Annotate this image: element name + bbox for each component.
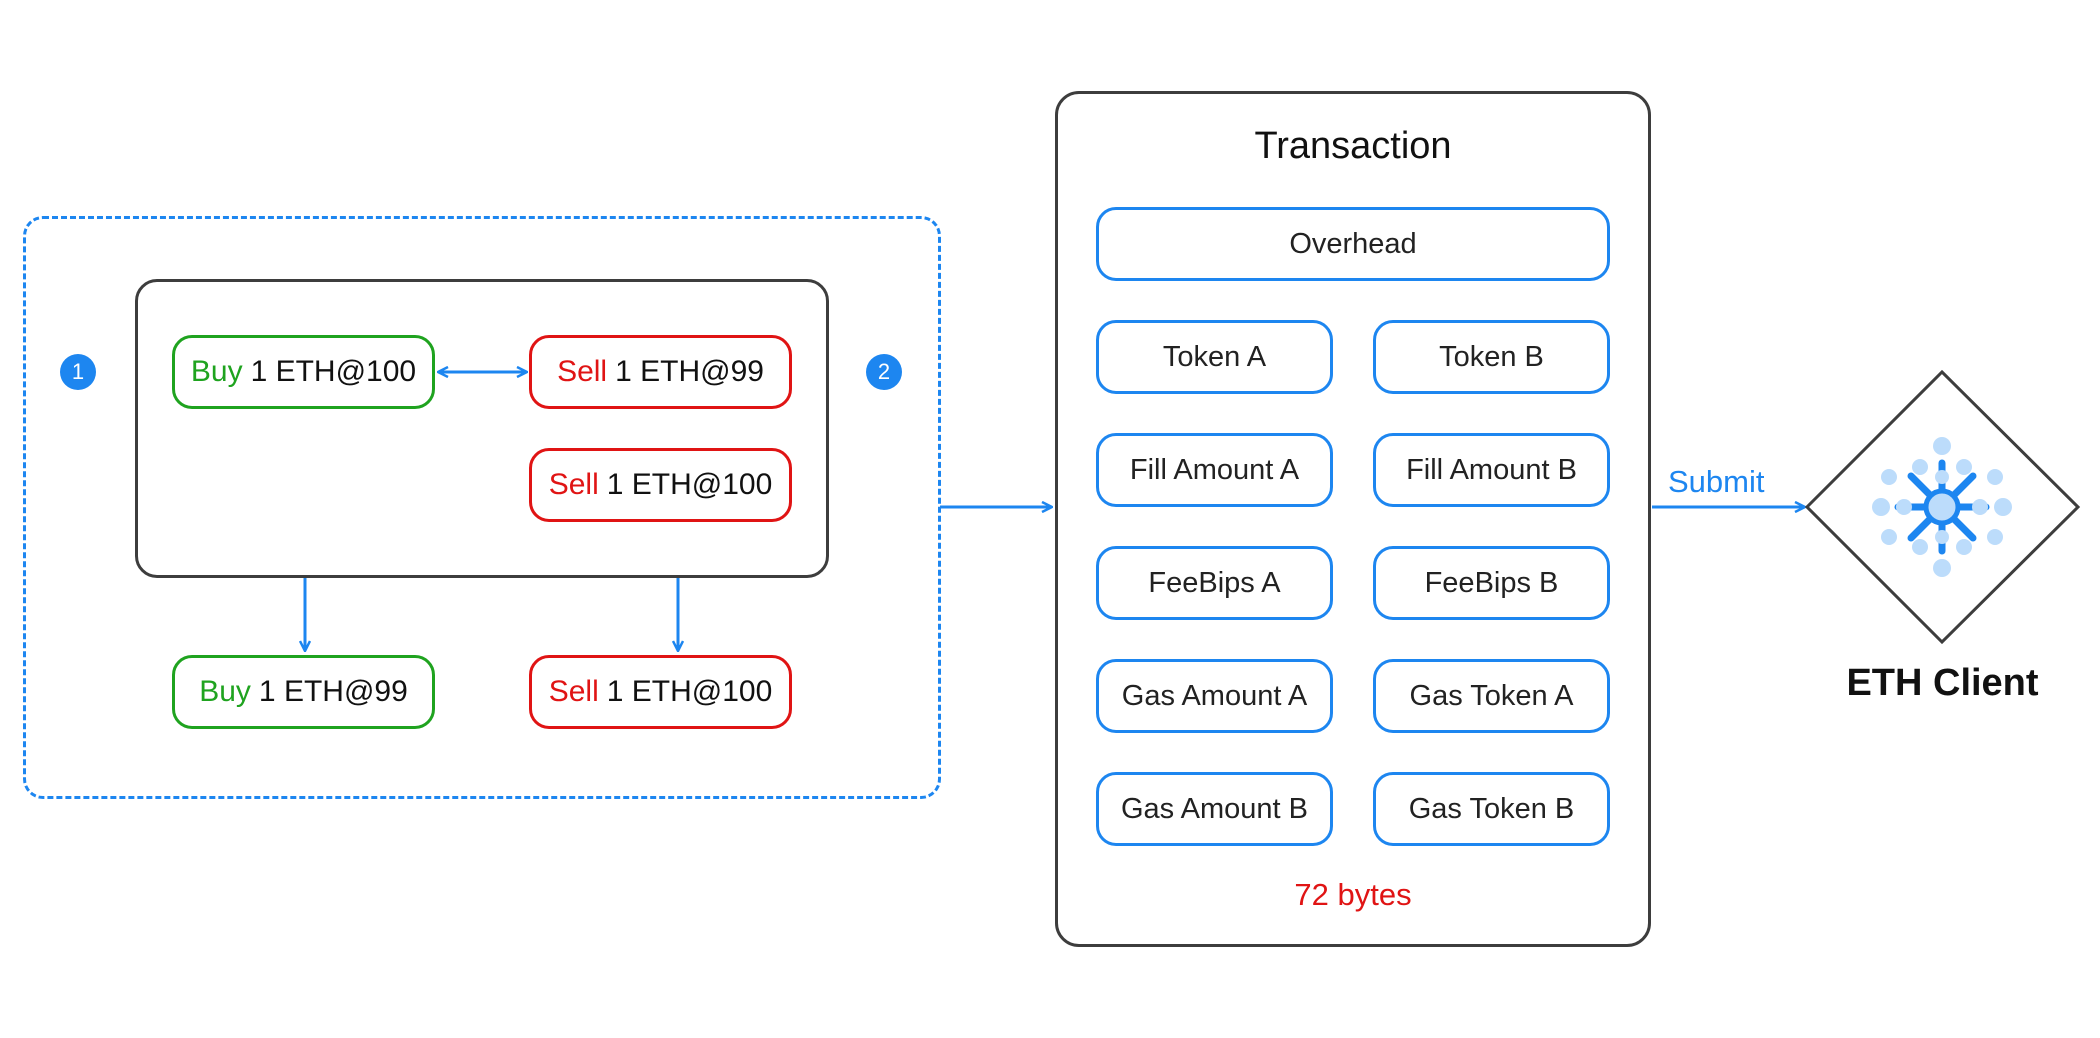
order-detail: 1 ETH@99 xyxy=(615,355,764,388)
order-detail: 1 ETH@100 xyxy=(250,355,417,388)
step-badge-1: 1 xyxy=(60,354,96,390)
matching-area xyxy=(23,216,941,799)
transaction-title: Transaction xyxy=(1254,125,1452,167)
field-fill-amount-a: Fill Amount A xyxy=(1096,433,1333,507)
order-detail: 1 ETH@100 xyxy=(606,468,773,501)
order-side: Buy xyxy=(190,355,243,388)
snowflake-network-icon xyxy=(1872,437,2012,577)
field-overhead: Overhead xyxy=(1096,207,1610,281)
step-badge-2: 2 xyxy=(866,354,902,390)
eth-client-label: ETH Client xyxy=(1846,662,2039,704)
order-side: Buy xyxy=(199,675,251,708)
order-side: Sell xyxy=(548,468,599,501)
order-detail: 1 ETH@100 xyxy=(606,675,773,708)
field-fill-amount-b: Fill Amount B xyxy=(1373,433,1610,507)
order-book-box xyxy=(135,279,829,578)
field-gas-amount-b: Gas Amount B xyxy=(1096,772,1333,846)
transaction-panel xyxy=(1055,91,1651,947)
order-side: Sell xyxy=(548,675,599,708)
field-feebips-b: FeeBips B xyxy=(1373,546,1610,620)
order-detail: 1 ETH@99 xyxy=(258,675,408,708)
submit-label: Submit xyxy=(1668,464,1765,499)
transaction-size: 72 bytes xyxy=(1294,877,1412,912)
field-gas-token-b: Gas Token B xyxy=(1373,772,1610,846)
field-feebips-a: FeeBips A xyxy=(1096,546,1333,620)
field-gas-amount-a: Gas Amount A xyxy=(1096,659,1333,733)
order-side: Sell xyxy=(557,355,608,388)
field-token-a: Token A xyxy=(1096,320,1333,394)
field-token-b: Token B xyxy=(1373,320,1610,394)
field-gas-token-a: Gas Token A xyxy=(1373,659,1610,733)
eth-client-diamond xyxy=(1804,369,2081,645)
